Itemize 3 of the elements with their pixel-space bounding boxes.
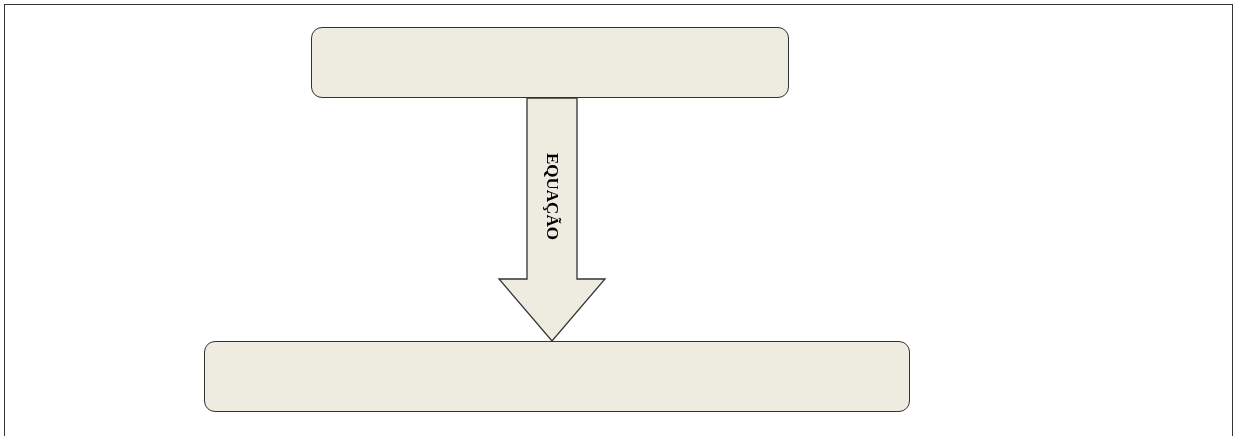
rounded-box bbox=[311, 27, 789, 98]
rounded-box bbox=[204, 341, 910, 412]
block-arrow bbox=[497, 97, 607, 342]
